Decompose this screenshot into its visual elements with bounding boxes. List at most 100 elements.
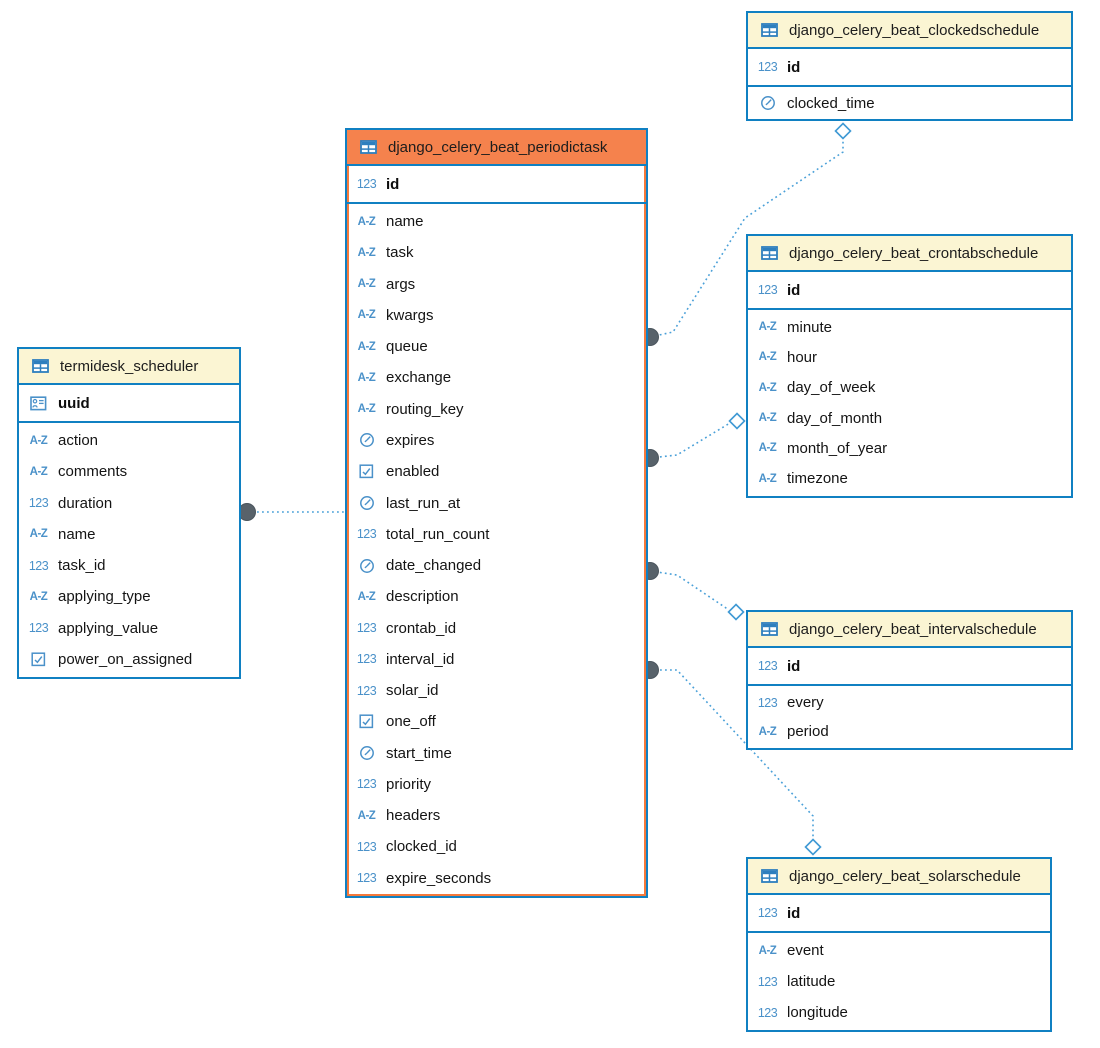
entity-django_celery_beat_intervalschedule[interactable]: django_celery_beat_intervalschedule 123 id… <box>746 610 1073 750</box>
column-row[interactable]: expires <box>347 425 646 456</box>
table-title: termidesk_scheduler <box>60 357 199 375</box>
clock-icon <box>353 745 380 761</box>
text-type-icon: A-Z <box>357 340 376 353</box>
column-label: minute <box>787 318 833 336</box>
column-label: date_changed <box>386 557 482 575</box>
table-title: django_celery_beat_intervalschedule <box>789 620 1037 638</box>
column-row[interactable]: power_on_assigned <box>19 644 239 675</box>
number-type-icon: 123 <box>757 60 778 74</box>
relation-line[interactable] <box>649 570 730 611</box>
column-label: task_id <box>58 557 106 575</box>
primary-key-label: uuid <box>58 394 90 412</box>
table-header[interactable]: django_celery_beat_clockedschedule <box>748 13 1071 49</box>
column-row[interactable]: 123 longitude <box>748 997 1050 1028</box>
text-type-icon: A-Z <box>758 381 777 394</box>
number-type-icon: 123 <box>757 1005 778 1020</box>
column-label: solar_id <box>386 682 439 700</box>
column-row[interactable]: date_changed <box>347 550 646 581</box>
text-type-icon: A-Z <box>758 725 777 738</box>
table-header[interactable]: django_celery_beat_solarschedule <box>748 859 1050 895</box>
table-header[interactable]: django_celery_beat_periodictask <box>347 130 646 166</box>
column-label: one_off <box>386 713 436 731</box>
table-header[interactable]: django_celery_beat_intervalschedule <box>748 612 1071 648</box>
relation-django_celery_beat_periodictask-to-django_celery_beat_crontabschedule[interactable] <box>641 412 746 467</box>
text-type-icon: A-Z <box>758 351 777 364</box>
column-label: duration <box>58 494 113 512</box>
column-label: enabled <box>386 463 440 481</box>
text-type-icon: A-Z <box>357 809 376 822</box>
relation-django_celery_beat_periodictask-to-django_celery_beat_intervalschedule[interactable] <box>641 562 745 621</box>
table-title: django_celery_beat_periodictask <box>388 138 608 156</box>
table-header[interactable]: django_celery_beat_crontabschedule <box>748 236 1071 272</box>
number-type-icon: 123 <box>356 871 377 886</box>
column-label: longitude <box>787 1004 848 1021</box>
connection-diamond-endpoint <box>834 122 852 140</box>
relation-line[interactable] <box>649 422 731 459</box>
table-header[interactable]: termidesk_scheduler <box>19 349 239 385</box>
primary-key-row[interactable]: 123 id <box>748 648 1071 686</box>
column-row[interactable]: one_off <box>347 706 646 737</box>
column-label: latitude <box>787 973 836 990</box>
number-type-icon: 123 <box>757 659 778 673</box>
primary-key-label: id <box>787 657 801 675</box>
column-label: every <box>787 694 824 711</box>
column-label: kwargs <box>386 306 434 324</box>
column-label: expires <box>386 431 435 449</box>
column-row[interactable]: 123 task_id <box>19 550 239 581</box>
column-row[interactable]: last_run_at <box>347 487 646 518</box>
text-type-icon: A-Z <box>29 528 48 541</box>
column-row[interactable]: clocked_time <box>748 89 1071 117</box>
text-type-icon: A-Z <box>758 944 777 957</box>
clock-icon <box>353 432 380 448</box>
column-row[interactable]: enabled <box>347 456 646 487</box>
column-label: routing_key <box>386 400 464 418</box>
column-row[interactable]: start_time <box>347 738 646 769</box>
relation-termidesk_scheduler-to-django_celery_beat_periodictask[interactable] <box>238 503 345 521</box>
number-type-icon: 123 <box>28 558 49 573</box>
text-type-icon: A-Z <box>758 472 777 485</box>
primary-key-row[interactable]: uuid <box>19 385 239 423</box>
